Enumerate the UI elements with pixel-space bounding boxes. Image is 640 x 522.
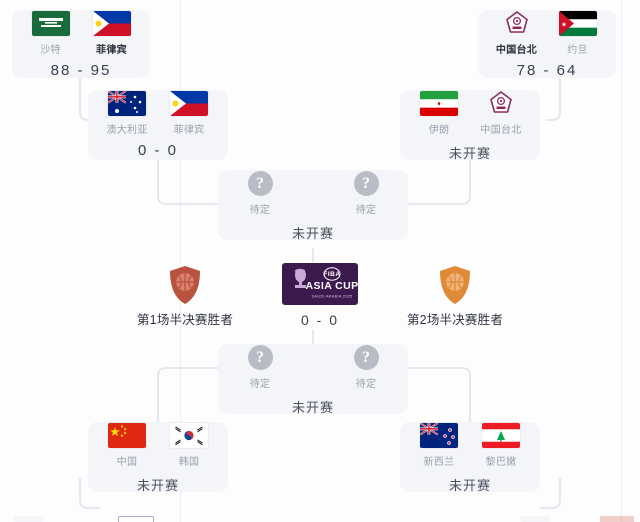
new-zealand-flag [420, 423, 458, 448]
team-name: 黎巴嫩 [485, 457, 517, 468]
lebanon-flag [482, 423, 520, 448]
team-home: ? 待定 [230, 345, 290, 390]
iran-flag [420, 91, 458, 116]
svg-text:FIBA: FIBA [323, 271, 340, 278]
match-card-bracket-upper-tbd[interactable]: ? 待定 ? 待定 未开赛 [218, 170, 408, 241]
team-away: ? 待定 [336, 171, 396, 216]
column-divider-right [621, 0, 622, 522]
jordan-flag [558, 11, 597, 36]
question-mark-icon: ? [247, 171, 273, 196]
team-name: 新西兰 [423, 457, 455, 468]
match-status: 未开赛 [448, 146, 491, 161]
philippines-flag [92, 11, 131, 36]
team-row: ? 待定 ? 待定 [218, 170, 408, 216]
match-status: 未开赛 [136, 478, 179, 493]
cutoff-flag-ghost-right [600, 516, 634, 522]
team-home: ? 待定 [230, 171, 290, 216]
team-away: 菲律宾 [82, 11, 142, 56]
match-score: 78 - 64 [516, 62, 578, 79]
team-away: ? 待定 [336, 345, 396, 390]
question-mark-icon: ? [247, 345, 273, 370]
south-korea-flag [170, 423, 208, 448]
team-home: 中国台北 [487, 10, 547, 56]
final-score: 0 - 0 [300, 312, 339, 328]
cutoff-text-ghost-left [14, 516, 44, 522]
team-name: 约旦 [567, 45, 588, 56]
australia-flag [108, 91, 146, 116]
team-row: 中国 [88, 422, 228, 468]
team-name: 伊朗 [428, 125, 450, 136]
team-home: 沙特 [21, 11, 81, 56]
saudi-arabia-flag [31, 11, 70, 36]
shield-basketball-icon-right [440, 266, 470, 304]
team-name: 韩国 [178, 457, 200, 468]
final-match-row[interactable]: 第1场半决赛胜者 FIBA ASIA CUP SAUDI ARABIA 2025… [0, 258, 640, 328]
team-away: 黎巴嫩 [471, 423, 531, 468]
team-name: 菲律宾 [173, 125, 205, 136]
team-away: 约旦 [548, 11, 608, 56]
column-divider-left [180, 0, 181, 522]
final-right-entrant[interactable]: 第2场半决赛胜者 [380, 265, 530, 328]
match-status: 未开赛 [291, 400, 334, 415]
team-row: 新西兰 黎巴嫩 [400, 422, 540, 468]
question-mark-icon: ? [353, 345, 379, 370]
team-home: 新西兰 [409, 423, 469, 468]
svg-text:ASIA CUP: ASIA CUP [306, 280, 358, 292]
svg-text:SAUDI ARABIA 2025: SAUDI ARABIA 2025 [312, 294, 354, 299]
team-name: 待定 [355, 205, 377, 216]
chinese-taipei-emblem [504, 10, 530, 36]
match-score: 0 - 0 [137, 142, 178, 159]
match-status: 未开赛 [448, 478, 491, 493]
match-card-semifinal-iran-taipei[interactable]: 伊朗 中国台北 未开赛 [400, 90, 540, 161]
cutoff-logo-ghost-left [118, 516, 154, 522]
team-name: 待定 [355, 379, 377, 390]
question-mark-icon: ? [353, 171, 379, 196]
final-center: FIBA ASIA CUP SAUDI ARABIA 2025 0 - 0 [260, 263, 380, 328]
match-card-semifinal-australia-philippines[interactable]: 澳大利亚 菲律宾 0 - 0 [88, 90, 228, 160]
team-row: 澳大利亚 菲律宾 [88, 90, 228, 136]
team-away: 中国台北 [471, 90, 531, 136]
china-flag [108, 423, 146, 448]
final-left-entrant[interactable]: 第1场半决赛胜者 [110, 265, 260, 328]
team-row: 伊朗 中国台北 [400, 90, 540, 136]
match-status: 未开赛 [291, 226, 334, 241]
match-card-quarterfinal-taipei-jordan[interactable]: 中国台北 约旦 78 - 64 [478, 10, 616, 79]
match-card-semifinal-china-korea[interactable]: 中国 [88, 422, 228, 493]
philippines-flag [170, 91, 208, 116]
final-left-label: 第1场半决赛胜者 [136, 313, 234, 327]
fiba-asia-cup-logo: FIBA ASIA CUP SAUDI ARABIA 2025 [282, 263, 358, 305]
team-away: 韩国 [159, 423, 219, 468]
team-away: 菲律宾 [159, 91, 219, 136]
final-right-label: 第2场半决赛胜者 [406, 313, 504, 327]
match-card-bracket-lower-tbd[interactable]: ? 待定 ? 待定 未开赛 [218, 344, 408, 415]
team-row: 中国台北 约旦 [478, 10, 616, 56]
team-name: 澳大利亚 [106, 125, 148, 136]
team-name: 待定 [249, 379, 271, 390]
chinese-taipei-emblem [488, 90, 514, 116]
team-home: 伊朗 [409, 91, 469, 136]
team-name: 待定 [249, 205, 271, 216]
team-name: 中国 [116, 457, 138, 468]
match-score: 88 - 95 [50, 62, 112, 79]
team-row: 沙特 菲律宾 [12, 10, 150, 56]
team-name: 中国台北 [480, 125, 522, 136]
team-name: 中国台北 [495, 45, 538, 56]
match-card-semifinal-newzealand-lebanon[interactable]: 新西兰 黎巴嫩 未开赛 [400, 422, 540, 493]
shield-basketball-icon-left [170, 266, 200, 304]
team-name: 沙特 [40, 45, 61, 56]
team-home: 中国 [97, 423, 157, 468]
match-card-quarterfinal-saudi-philippines[interactable]: 沙特 菲律宾 88 - 95 [12, 10, 150, 79]
team-home: 澳大利亚 [97, 91, 157, 136]
team-name: 菲律宾 [96, 45, 127, 56]
team-row: ? 待定 ? 待定 [218, 344, 408, 390]
cutoff-text-ghost-right [520, 516, 550, 522]
